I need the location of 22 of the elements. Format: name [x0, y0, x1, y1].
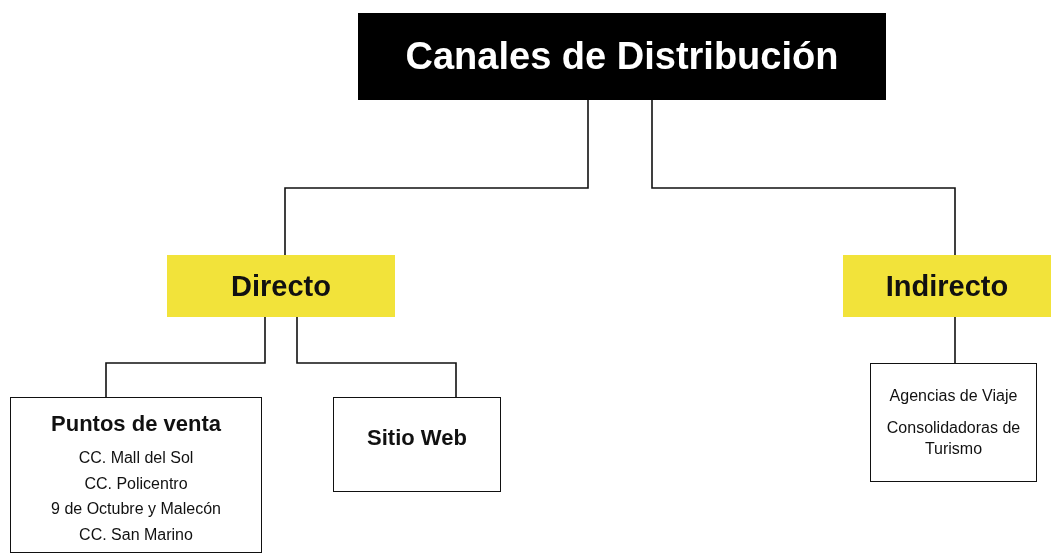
node-text: CC. Policentro — [84, 473, 188, 494]
node-heading: Canales de Distribución — [405, 34, 839, 80]
node-heading: Puntos de venta — [51, 410, 221, 438]
connector-line — [284, 99, 589, 256]
connector-line — [105, 316, 266, 398]
category-box — [843, 255, 1051, 317]
content-box — [333, 397, 501, 492]
connector-line — [651, 99, 956, 256]
node-heading: Agencias de Viaje — [889, 386, 1018, 407]
node-heading: Indirecto — [885, 268, 1009, 304]
title-box — [358, 13, 886, 100]
node-text: Consolidadoras de Turismo — [885, 417, 1022, 460]
category-box — [167, 255, 395, 317]
node-heading: Directo — [231, 268, 331, 304]
content-box — [10, 397, 262, 553]
node-heading: Sitio Web — [367, 424, 467, 452]
connector-line — [954, 316, 956, 364]
node-text: CC. San Marino — [79, 524, 193, 545]
content-box — [870, 363, 1037, 482]
connector-line — [296, 316, 457, 398]
node-text: 9 de Octubre y Malecón — [51, 499, 221, 520]
node-text: CC. Mall del Sol — [78, 448, 194, 469]
